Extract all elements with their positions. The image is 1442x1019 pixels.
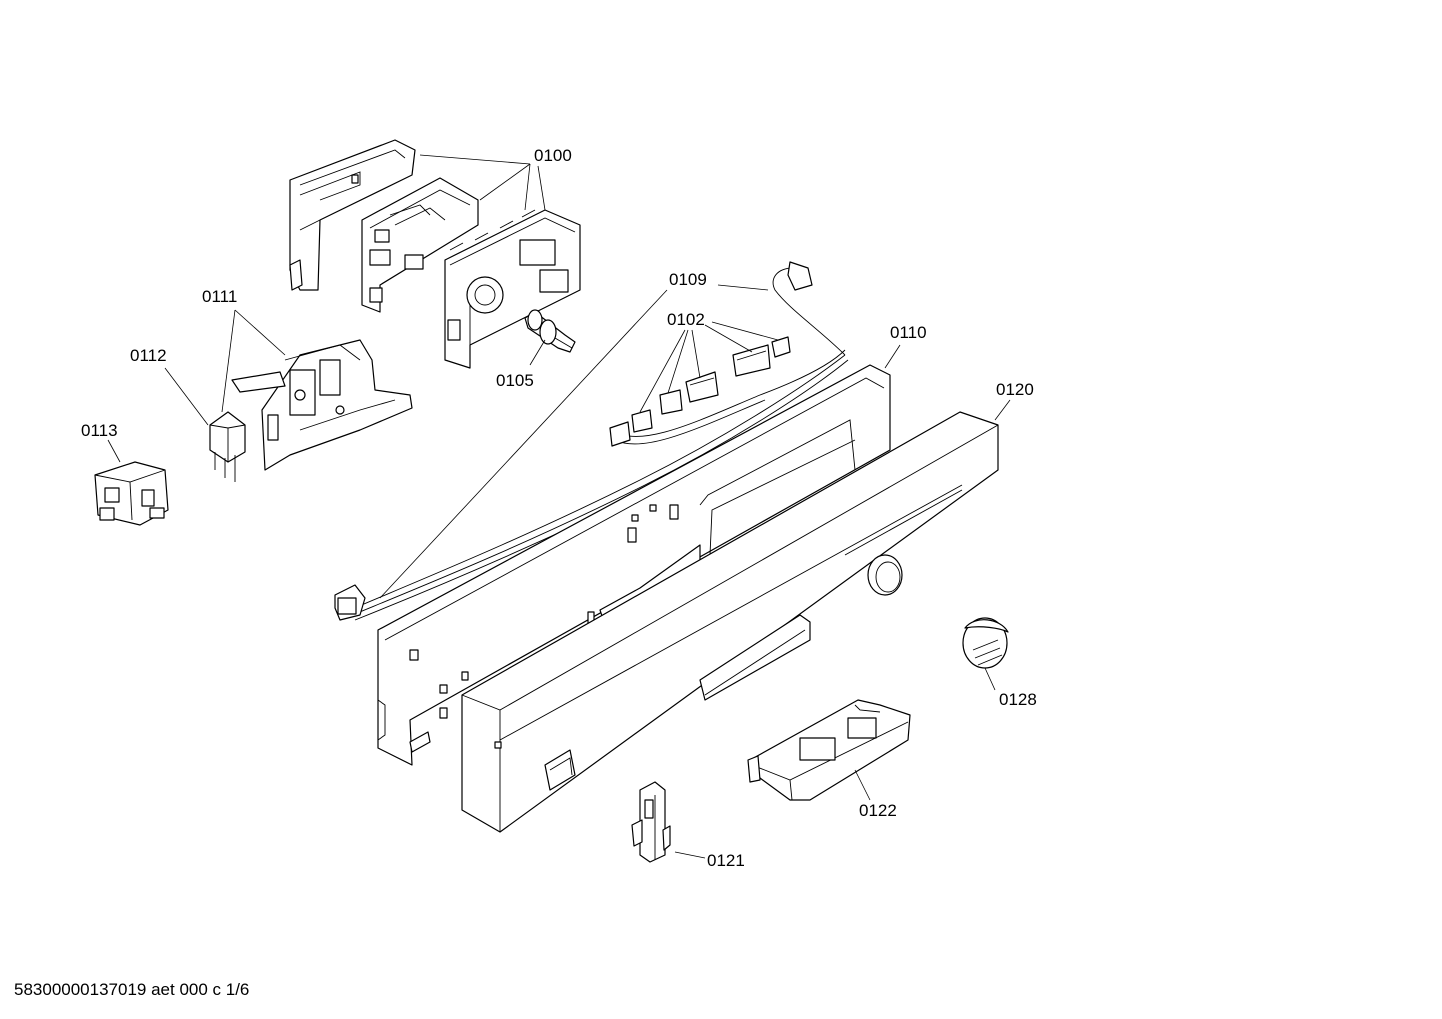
label-0112: 0112 bbox=[130, 346, 167, 365]
label-0109: 0109 bbox=[669, 270, 707, 289]
leader-lines bbox=[107, 154, 1011, 859]
label-0121: 0121 bbox=[707, 851, 745, 870]
part-0100-cover bbox=[289, 139, 416, 291]
part-0112-relay bbox=[209, 411, 246, 482]
drawing-reference-footer: 58300000137019 aet 000 c 1/6 bbox=[14, 980, 250, 999]
part-0100-board bbox=[361, 177, 479, 313]
label-0122: 0122 bbox=[859, 801, 897, 820]
part-0109-harness bbox=[334, 261, 849, 621]
part-0120-fascia bbox=[461, 411, 999, 833]
part-0128-knob bbox=[962, 617, 1009, 669]
label-0105: 0105 bbox=[496, 371, 534, 390]
part-0122-handle bbox=[747, 699, 911, 801]
label-0113: 0113 bbox=[81, 421, 118, 440]
label-0110: 0110 bbox=[890, 323, 927, 342]
part-0100-selector-unit bbox=[444, 209, 581, 369]
label-0100: 0100 bbox=[534, 146, 572, 165]
part-0111-bracket bbox=[231, 339, 413, 471]
label-0128: 0128 bbox=[999, 690, 1037, 709]
part-0113-switch bbox=[94, 461, 169, 526]
part-0105-spindle bbox=[524, 309, 576, 353]
label-0111: 0111 bbox=[202, 287, 237, 306]
label-0120: 0120 bbox=[996, 380, 1034, 399]
part-0121-clip bbox=[631, 781, 671, 863]
label-0102: 0102 bbox=[667, 310, 705, 329]
part-0102-connectors bbox=[609, 336, 791, 447]
